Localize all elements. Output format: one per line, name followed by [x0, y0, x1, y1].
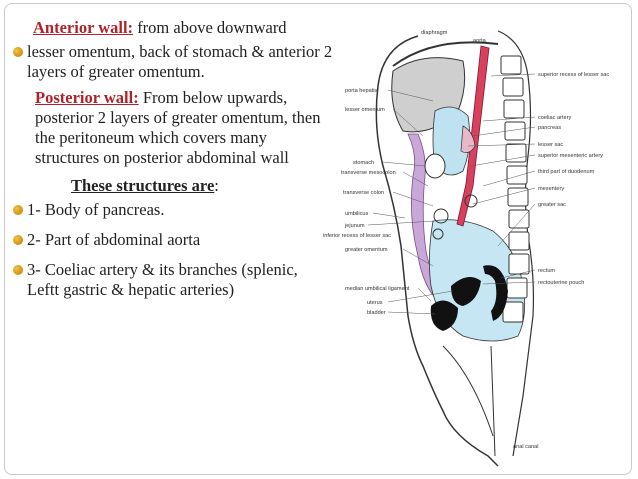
- label-anal-canal: anal canal: [513, 444, 539, 450]
- item-2-text: 2- Part of abdominal aorta: [27, 230, 201, 249]
- label-umbilicus: umbilicus: [345, 211, 369, 217]
- structures-colon: :: [214, 176, 219, 195]
- label-stomach: stomach: [353, 160, 374, 166]
- bullet-lesser-omentum: lesser omentum, back of stomach & anteri…: [13, 42, 333, 82]
- label-inferior-recess: inferior recess of lesser sac: [323, 233, 391, 239]
- label-mesentery: mesentery: [538, 186, 564, 192]
- label-aorta: aorta: [473, 38, 487, 44]
- label-transverse-mesocolon: transverse mesocolon: [341, 170, 396, 176]
- bullet-item-2: 2- Part of abdominal aorta: [13, 230, 333, 250]
- label-superior-recess: superior recess of lesser sac: [538, 72, 609, 78]
- bladder: [430, 300, 458, 331]
- label-porta-hepatis: porta hepatis: [345, 88, 378, 94]
- structures-heading-line: These structures are:: [13, 176, 333, 196]
- anterior-wall-heading: Anterior wall:: [33, 18, 134, 37]
- label-third-part-duodenum: third part of duodenum: [538, 169, 595, 175]
- anal-canal: [490, 345, 496, 457]
- label-rectouterine-pouch: rectouterine pouch: [538, 280, 584, 286]
- diaphragm: [392, 41, 499, 67]
- label-greater-sac: greater sac: [538, 202, 566, 208]
- posterior-wall-text: From below upwards, posterior 2 layers o…: [35, 88, 321, 167]
- text-column: Anterior wall: from above downward lesse…: [13, 18, 333, 304]
- label-uterus: uterus: [367, 300, 383, 306]
- label-pancreas: pancreas: [538, 125, 561, 131]
- item-1-text: 1- Body of pancreas.: [27, 200, 165, 219]
- rectum: [483, 265, 508, 321]
- diagram-labels-right: superior recess of lesser sac coeliac ar…: [513, 72, 609, 450]
- label-superior-mesenteric-artery: superior mesenteric artery: [538, 153, 603, 159]
- vertebral-column: [500, 55, 530, 323]
- leader-lines: [367, 73, 536, 315]
- bullet-item-1: 1- Body of pancreas.: [13, 200, 333, 220]
- peritoneum-sagittal-diagram: diaphragm aorta porta hepatis lesser ome…: [323, 30, 609, 467]
- label-diaphragm: diaphragm: [421, 30, 448, 36]
- body-outline: [375, 35, 499, 467]
- label-bladder: bladder: [367, 310, 386, 316]
- label-jejunum: jejunum: [344, 223, 365, 229]
- bullet-icon: [13, 265, 23, 275]
- diagram-labels: diaphragm aorta porta hepatis lesser ome…: [323, 30, 487, 316]
- bullet-item-3: 3- Coeliac artery & its branches (spleni…: [13, 260, 333, 300]
- stomach: [424, 153, 446, 179]
- anterior-wall-text: from above downward: [133, 18, 287, 37]
- label-median-umbilical-ligament: median umbilical ligament: [345, 286, 410, 292]
- bullet-text: lesser omentum, back of stomach & anteri…: [27, 42, 333, 81]
- label-transverse-colon: transverse colon: [343, 190, 384, 196]
- posterior-wall-heading: Posterior wall:: [35, 88, 139, 107]
- bullet-icon: [13, 47, 23, 57]
- label-lesser-omentum: lesser omentum: [345, 107, 385, 113]
- item-3-text: 3- Coeliac artery & its branches (spleni…: [27, 260, 298, 299]
- bullet-icon: [13, 235, 23, 245]
- pelvic-floor: [442, 345, 494, 437]
- bullet-icon: [13, 205, 23, 215]
- label-rectum: rectum: [538, 268, 555, 274]
- anterior-wall-paragraph: Anterior wall: from above downward: [13, 18, 333, 38]
- label-greater-omentum: greater omentum: [345, 247, 388, 253]
- structures-heading: These structures are: [71, 176, 215, 195]
- uterus: [451, 277, 481, 306]
- posterior-wall-paragraph: Posterior wall: From below upwards, post…: [13, 88, 333, 168]
- slide: Anterior wall: from above downward lesse…: [4, 3, 632, 475]
- label-lesser-sac: lesser sac: [538, 142, 563, 148]
- jejunum-loops: [432, 194, 478, 240]
- label-coeliac-artery: coeliac artery: [538, 115, 571, 121]
